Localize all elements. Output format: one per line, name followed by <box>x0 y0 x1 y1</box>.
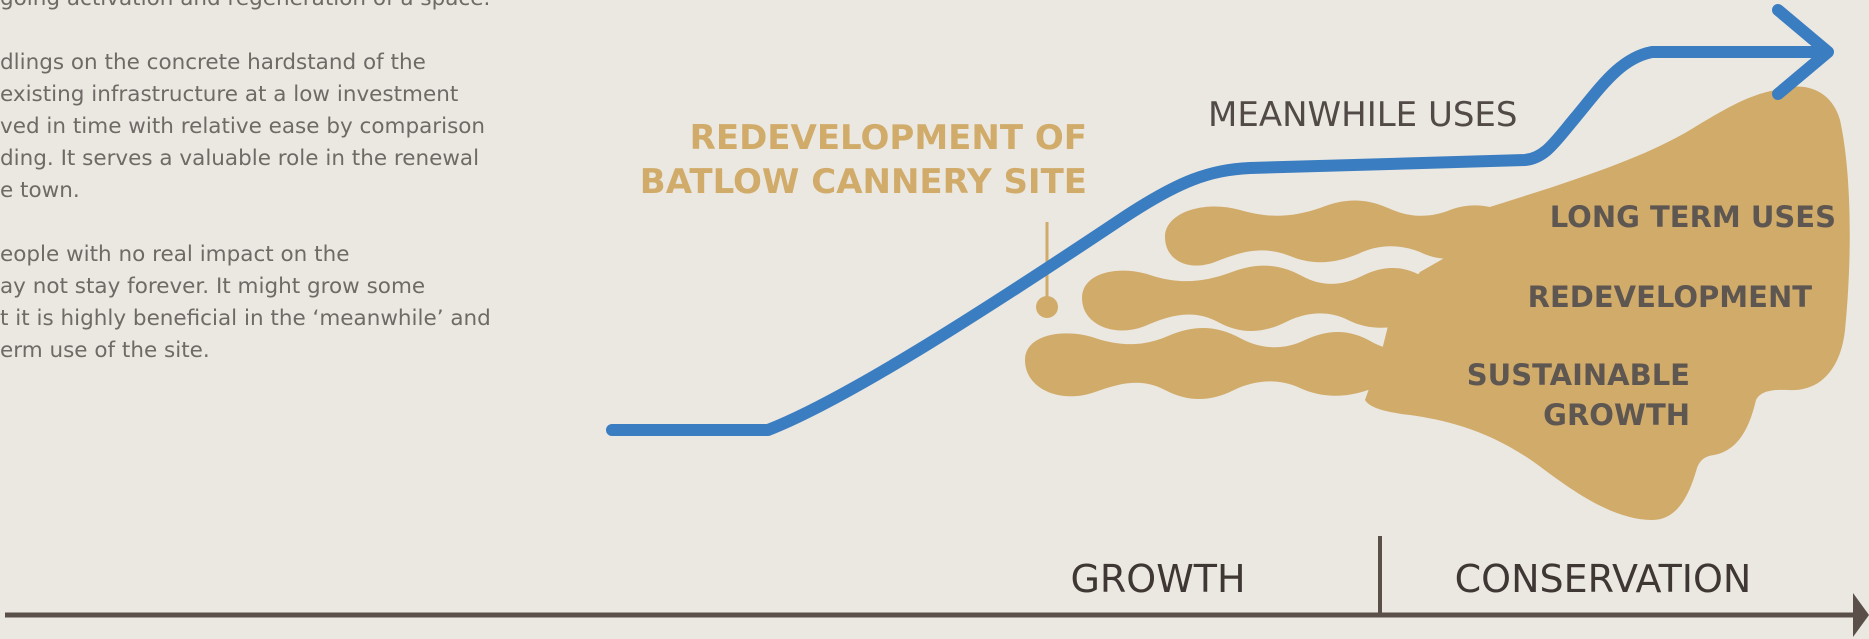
long-term-uses-label: LONG TERM USES <box>1550 200 1836 234</box>
site-label-line2: BATLOW CANNERY SITE <box>640 162 1087 202</box>
intro-text-line: ding. It serves a valuable role in the r… <box>0 146 480 171</box>
wave-stream-long-term <box>1165 200 1555 266</box>
intro-text-line: ay not stay forever. It might grow some <box>0 274 426 299</box>
intro-text-line: e town. <box>0 178 80 203</box>
intro-text-line: dlings on the concrete hardstand of the <box>0 50 426 75</box>
site-label-line1: REDEVELOPMENT OF <box>690 118 1087 158</box>
timeline-arrow-head <box>1853 593 1869 637</box>
meanwhile-uses-label: MEANWHILE USES <box>1208 95 1518 135</box>
intro-text-column: going activation and regeneration of a s… <box>0 0 520 400</box>
redevelopment-label: REDEVELOPMENT <box>1528 280 1813 314</box>
intro-text-line: eople with no real impact on the <box>0 242 350 267</box>
intro-text-line: ved in time with relative ease by compar… <box>0 114 486 139</box>
sustainable-growth-label-line1: SUSTAINABLE <box>1467 358 1690 392</box>
intro-text-line: going activation and regeneration of a s… <box>0 0 490 15</box>
intro-text-line: existing infrastructure at a low investm… <box>0 82 459 107</box>
conservation-phase-label: CONSERVATION <box>1455 557 1752 601</box>
sustainable-growth-label-line2: GROWTH <box>1543 398 1690 432</box>
wave-stream-sustainable <box>1025 327 1430 399</box>
wave-stream-redevelopment <box>1082 265 1475 331</box>
site-pointer-dot <box>1036 296 1058 318</box>
intro-text-line: t it is highly beneficial in the ‘meanwh… <box>0 306 491 331</box>
trajectory-line <box>606 46 1831 436</box>
growth-phase-label: GROWTH <box>1070 557 1245 601</box>
intro-text-line: erm use of the site. <box>0 338 210 363</box>
outcomes-blob <box>1365 86 1850 521</box>
trajectory-arrow-head <box>1772 4 1834 100</box>
